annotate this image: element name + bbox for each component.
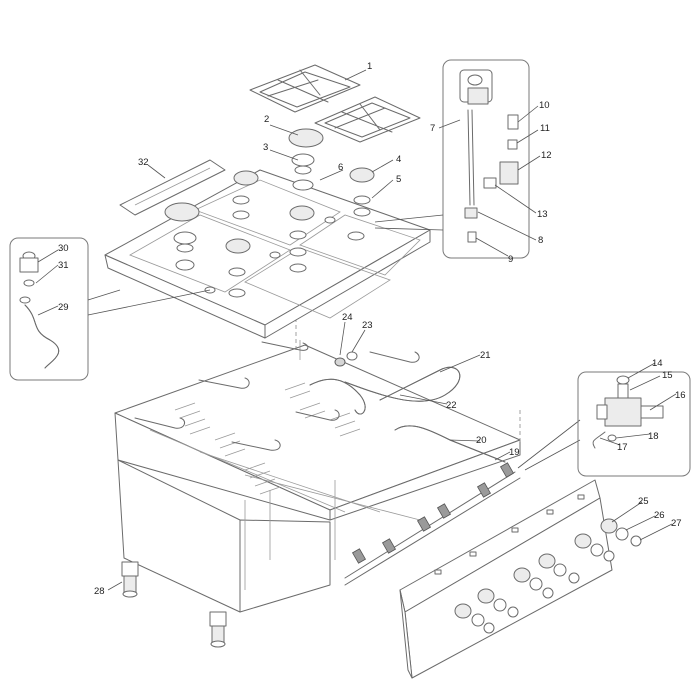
callout-3: 3: [263, 142, 268, 153]
callout-9: 9: [508, 254, 513, 265]
callout-31: 31: [58, 260, 69, 271]
callout-1: 1: [367, 61, 372, 72]
callout-14: 14: [652, 358, 663, 369]
callout-8: 8: [538, 235, 543, 246]
detail-leaders: [87, 214, 581, 471]
callout-16: 16: [675, 390, 686, 401]
burner-caps: [164, 128, 375, 254]
callout-7: 7: [430, 123, 435, 134]
callout-17: 17: [617, 442, 628, 453]
valve-seat: [507, 114, 519, 130]
thermocouple-head: [459, 69, 493, 105]
thermocouple-detail-box: [442, 59, 530, 259]
gas-valve-detail-box: [577, 371, 691, 477]
callout-27: 27: [671, 518, 682, 529]
callout-18: 18: [648, 431, 659, 442]
burner-tubes: [134, 341, 420, 451]
callout-29: 29: [58, 302, 69, 313]
fitting-body: [499, 161, 519, 185]
callout-labels: 1234567891011121314151617181920212223242…: [58, 61, 686, 597]
gas-manifold-pipe-20: [394, 425, 506, 463]
gas-manifold-pipe-22: [309, 378, 366, 415]
control-knobs: [454, 518, 642, 634]
callout-13: 13: [537, 209, 548, 220]
callout-15: 15: [662, 370, 673, 381]
nozzle-nut: [483, 177, 497, 189]
callout-19: 19: [509, 447, 520, 458]
callout-2: 2: [264, 114, 269, 125]
control-panel: [399, 479, 613, 679]
callout-11: 11: [540, 123, 550, 134]
callout-leaders: [35, 69, 677, 591]
rail-valves: [334, 351, 515, 564]
pan-grate-2: [314, 96, 421, 143]
callout-22: 22: [446, 400, 457, 411]
callout-26: 26: [654, 510, 665, 521]
callout-20: 20: [476, 435, 487, 446]
valve-cap: [616, 375, 630, 385]
callout-30: 30: [58, 243, 69, 254]
callout-23: 23: [362, 320, 373, 331]
range-cabinet: [114, 318, 521, 613]
gas-hose-detail-box: [9, 237, 89, 381]
callout-32: 32: [138, 157, 149, 168]
injector: [507, 139, 518, 150]
callout-12: 12: [541, 150, 552, 161]
gas-valve-body: [604, 397, 642, 427]
gas-manifold-pipe-21: [344, 366, 461, 402]
burner-bases: [173, 153, 371, 298]
vent-slots: [174, 382, 361, 495]
callout-10: 10: [539, 100, 550, 111]
callout-24: 24: [342, 312, 353, 323]
adjustable-foot-right: [209, 611, 227, 648]
spare-cap: [334, 357, 346, 367]
callout-5: 5: [396, 174, 401, 185]
callout-25: 25: [638, 496, 649, 507]
callout-28: 28: [94, 586, 105, 597]
callout-6: 6: [338, 162, 343, 173]
pan-grate-1: [249, 64, 361, 113]
panel-slots: [434, 494, 585, 575]
adjustable-foot-left: [121, 561, 139, 598]
callout-4: 4: [396, 154, 401, 165]
cooktop-assembly: [104, 169, 431, 339]
gas-connector: [19, 251, 39, 287]
callout-21: 21: [480, 350, 491, 361]
side-trim-bar: [119, 159, 226, 216]
